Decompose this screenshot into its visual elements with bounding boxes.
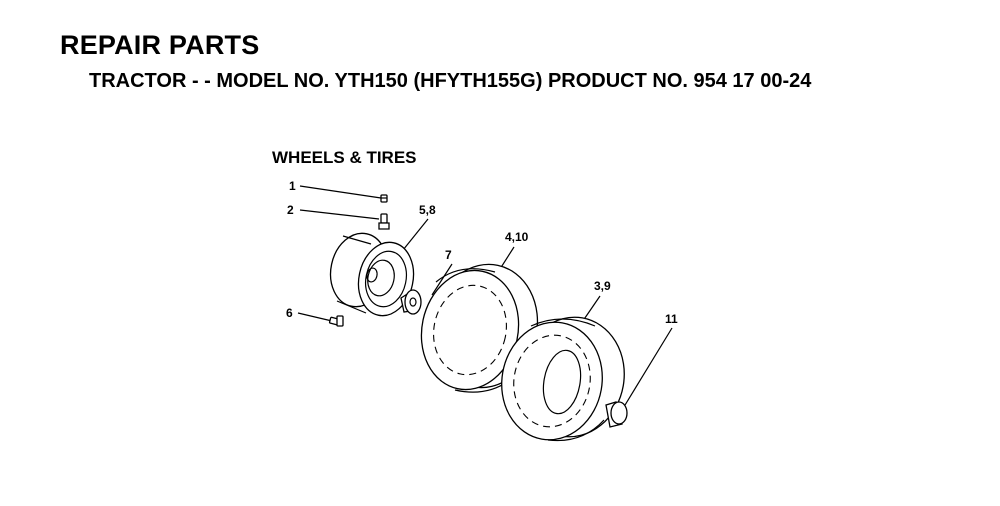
callout-11: 11 [665, 312, 678, 326]
leader-line-6 [297, 312, 333, 322]
callout-1: 1 [289, 179, 296, 193]
leader-line-11 [621, 327, 673, 411]
callout-4-10: 4,10 [505, 230, 529, 244]
callout-2: 2 [287, 203, 294, 217]
bushing-part [400, 289, 422, 315]
callout-7: 7 [445, 248, 452, 262]
rear-tire-part [501, 316, 625, 442]
lug-bolt-part [328, 315, 344, 327]
wheel-rim-part [329, 232, 415, 317]
leader-line-1 [299, 185, 382, 199]
page-title: REPAIR PARTS [60, 30, 260, 60]
valve-stem-part [378, 213, 390, 230]
valve-cap-part [380, 194, 388, 203]
wheel-cap-part [605, 401, 628, 428]
callout-3-9: 3,9 [594, 279, 611, 293]
callout-6: 6 [286, 306, 293, 320]
leader-line-2 [299, 209, 380, 220]
page-subtitle: TRACTOR - - MODEL NO. YTH150 (HFYTH155G)… [89, 70, 812, 92]
section-title: WHEELS & TIRES [272, 148, 417, 167]
leader-line-7 [431, 263, 453, 296]
callout-5-8: 5,8 [419, 203, 436, 217]
